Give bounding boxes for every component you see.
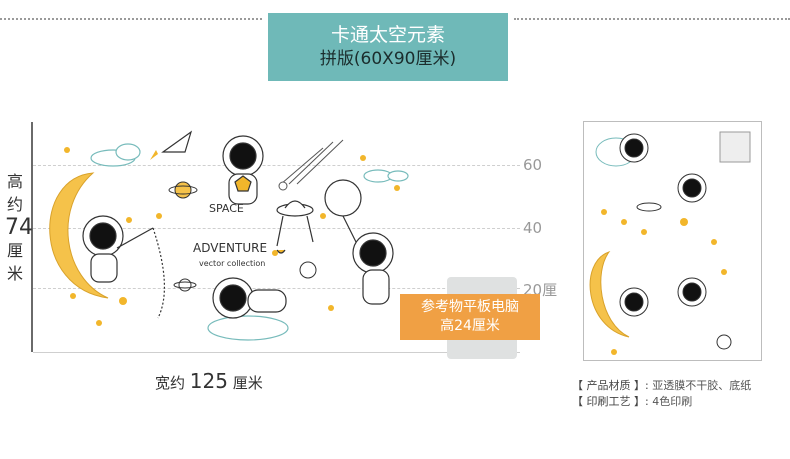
width-value: 125 [189, 369, 228, 393]
gridline-40 [33, 228, 520, 229]
tablet-note-line2: 高24厘米 [440, 318, 500, 334]
scale-60: 60 [523, 156, 543, 174]
product-material: 【 产品材质 】: 亚透膜不干胶、底纸 [572, 377, 751, 393]
tablet-note-line1: 参考物平板电脑 [421, 299, 519, 315]
stars [64, 147, 400, 326]
height-dimension: 高 约 74 厘 米 [5, 170, 33, 285]
cloud-icon [90, 143, 409, 183]
top-divider-left [0, 18, 262, 20]
gridline-60 [33, 165, 520, 166]
baseline [33, 352, 520, 353]
height-label-2: 约 [6, 195, 23, 214]
material-value: 亚透膜不干胶、底纸 [652, 379, 752, 392]
title-banner: 卡通太空元素 拼版(60X90厘米) [268, 13, 508, 81]
height-axis-line [31, 122, 33, 352]
artwork-title-space: SPACE [209, 202, 244, 215]
height-unit-1: 厘 [6, 241, 23, 260]
ufo-icon [276, 200, 314, 254]
astronaut-balloon [324, 179, 394, 305]
globe-icon [299, 261, 317, 279]
comet-icon [278, 139, 344, 191]
astronaut-sleeping [207, 277, 289, 341]
material-label: 【 产品材质 】: [572, 379, 649, 392]
planet-icon [168, 181, 198, 292]
print-value: 4色印刷 [652, 395, 693, 408]
width-prefix: 宽约 [155, 374, 186, 392]
scale-40: 40 [523, 219, 543, 237]
rocket-icon [150, 130, 193, 160]
page-subtitle: 拼版(60X90厘米) [319, 49, 457, 69]
moon-icon [49, 172, 109, 299]
print-process: 【 印刷工艺 】: 4色印刷 [572, 393, 692, 409]
artwork-title-collection: vector collection [199, 259, 265, 268]
sheet-artwork [589, 131, 751, 355]
sticker-sheet-preview [583, 121, 762, 361]
layout-preview: 高 约 74 厘 米 60 40 20厘米 [5, 122, 557, 393]
astronaut-fishing [82, 215, 165, 319]
height-label-1: 高 [6, 172, 23, 191]
height-unit-2: 米 [6, 264, 23, 283]
width-dimension: 宽约 125 厘米 [155, 369, 263, 393]
gridline-20 [33, 288, 520, 289]
astronaut-star [222, 135, 264, 205]
tablet-note: 参考物平板电脑 高24厘米 [400, 294, 540, 340]
height-value: 74 [5, 215, 33, 240]
top-divider-right [514, 18, 790, 20]
print-label: 【 印刷工艺 】: [572, 395, 649, 408]
width-unit: 厘米 [232, 374, 263, 392]
page-title: 卡通太空元素 [330, 24, 445, 46]
space-artwork: SPACE ADVENTURE vector collection [49, 130, 409, 341]
artwork-title-adventure: ADVENTURE [193, 241, 267, 255]
